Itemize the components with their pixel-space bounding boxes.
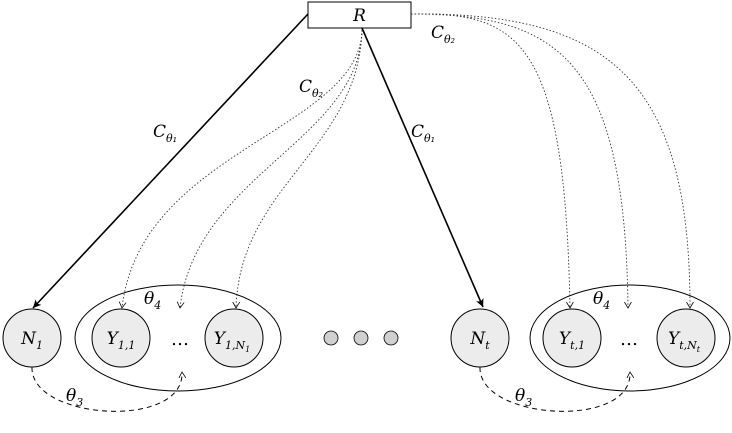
dotted-edge-right-ytn [410,13,690,308]
ellipsis-t: … [620,329,638,350]
dot-3 [383,330,399,346]
y-node-t-1 [542,308,602,368]
edge-label-solid-right: Cθ₁ [411,122,435,145]
y-node-1-1-label: Y1,1 [107,329,136,352]
dotted-edge-right-ellipsis [410,13,628,308]
dotted-edges-right [410,13,690,308]
y-node-1-n-label: Y1,N1 [214,329,250,354]
plate-t [529,284,731,392]
root-node: R [307,1,412,29]
dotted-edge-right-yt1 [410,13,570,308]
dashed-edge-t [479,366,630,412]
omitted-groups-dots [323,330,399,346]
y-node-t-n-label: Yt,Nt [668,329,701,354]
dashed-edge-t-label: θ3 [515,386,532,409]
n-node-t-label: Nt [469,329,490,352]
y-node-t-1-label: Yt,1 [559,329,585,352]
edge-label-dotted-left: Cθ₂ [299,77,323,100]
dashed-edge-1-label: θ3 [66,386,83,409]
y-node-1-1 [91,308,151,368]
group-t: Nt θ4 Yt,1 … Yt,Nt θ3 [450,284,731,412]
dot-1 [323,330,339,346]
root-label: R [352,6,366,26]
edge-label-dotted-right: Cθ₂ [431,23,455,46]
dotted-edge-left-y11 [122,29,363,308]
ellipsis-1: … [171,329,189,350]
dot-2 [353,330,369,346]
dashed-edge-1 [31,366,182,412]
dotted-edge-left-ellipsis [180,29,363,308]
y-node-t-n [656,308,716,368]
group-1: N1 θ4 Y1,1 … Y1,N1 θ3 [2,284,282,412]
edge-label-solid-left: Cθ₁ [153,122,177,145]
n-node-1-label: N1 [20,329,43,352]
dotted-edge-left-y1n [236,29,363,308]
plate-t-label: θ4 [593,289,610,312]
solid-edge-left [32,13,309,309]
dotted-edges-left [122,29,363,308]
solid-edge-right [361,27,484,308]
y-node-1-n [204,308,264,368]
plate-1 [74,284,282,392]
plate-1-label: θ4 [144,289,161,312]
